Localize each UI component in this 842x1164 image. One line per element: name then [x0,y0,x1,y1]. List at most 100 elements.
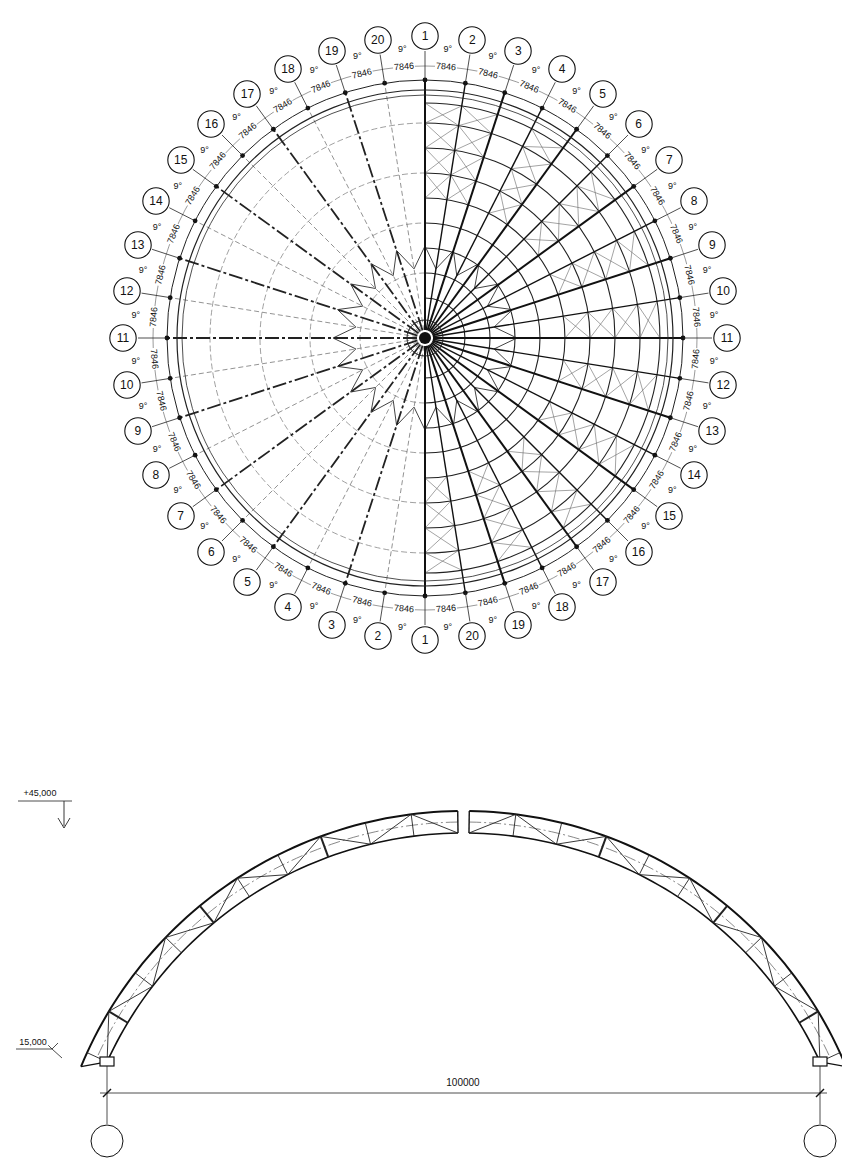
angle-label: 9° [309,66,320,75]
column-dot [502,90,507,95]
truss-diagonal [107,1011,109,1061]
bracing [551,504,591,512]
radial-rib [385,83,424,330]
radial-rib [180,340,418,417]
bracing [538,221,541,255]
truss-diagonal [516,814,557,844]
truss-diagonal [606,836,639,874]
angle-label: 9° [309,601,320,610]
dimension-label: 7846 [165,222,182,246]
axis-number: 8 [153,469,160,481]
bracing [500,184,537,191]
axis-number: 20 [371,34,384,46]
radial-rib [433,339,680,378]
axis-number: 6 [208,546,215,558]
dimension-label: 7846 [165,430,182,454]
angle-label: 9° [268,581,279,590]
bracing [590,308,613,338]
dimension-label: 7846 [148,305,159,328]
bracing [425,528,459,550]
axis-leader [336,65,345,93]
bracing [459,115,498,126]
support [100,1057,114,1066]
axis-bubble: 5 [233,568,261,596]
axis-number: 15 [174,154,187,166]
bracing [484,519,523,530]
dimension-label: 7846 [237,534,260,555]
bracing [459,126,484,158]
bracing [559,204,599,212]
angle-label: 9° [199,145,210,154]
radial-rib [273,344,420,546]
bracing [591,172,599,212]
radial-rib [433,337,683,339]
bracing [476,463,489,495]
axis-bubble: 17 [589,568,617,596]
axis-bubble: 2 [458,26,486,54]
axis-number: 18 [555,601,568,613]
truss-post [774,973,791,986]
level-arrow [58,818,70,828]
ring-beam [167,80,683,596]
radial-rib [431,344,608,521]
axis-number: 14 [149,195,162,207]
axis-leader [542,82,555,108]
axis-number: 16 [205,118,218,130]
bracing [491,507,511,542]
axis-bubble: 4 [548,55,576,83]
axis-leader [670,249,698,258]
dome-section [16,801,842,1157]
dimension-label: 7846 [208,150,229,173]
support [813,1057,827,1066]
bracing [522,437,524,471]
angle-label: 9° [199,522,210,531]
bracing [629,231,634,271]
dimension-line [100,1093,827,1094]
dimension-label: 7846 [183,184,202,207]
axis-bubble-empty [91,1125,123,1157]
bottom-chord [469,833,820,1062]
axis-leader [655,455,681,468]
radial-rib [430,344,577,546]
angle-label: 9° [571,86,582,95]
axis-number: 10 [717,285,730,297]
dimension-label: 7846 [154,390,168,414]
axis-number: 10 [120,379,133,391]
axis-bubble: 15 [655,502,683,530]
column-dot [305,565,310,570]
angle-label: 9° [487,615,498,624]
angle-label: 9° [640,145,651,154]
dimension-label: 7846 [435,604,458,615]
angle-label: 9° [442,44,453,53]
bracing [637,372,648,411]
angle-label: 9° [172,485,183,494]
bracing [606,240,617,279]
column-dot [193,218,198,223]
bracing [599,445,634,465]
axis-leader [655,208,681,221]
bracing [425,148,451,175]
axis-bubble: 8 [680,187,708,215]
bracing [425,103,459,126]
axis-bubble: 10 [113,371,141,399]
bracing [594,424,599,464]
bracing [451,175,468,205]
bracing [511,164,551,169]
angle-label: 9° [667,182,678,191]
radial-rib [432,342,655,455]
truss-diagonal [690,878,714,923]
axis-number: 16 [632,546,645,558]
axis-bubble: 8 [142,461,170,489]
bracing [425,175,451,198]
axis-bubble: 4 [274,593,302,621]
truss-diagonal [639,875,689,879]
truss-diagonal [761,938,774,987]
truss-diagonal [818,1011,820,1061]
bracing [532,129,552,164]
bracing [640,301,657,338]
bracing [425,553,462,570]
angle-label: 9° [172,182,183,191]
axis-leader [295,82,308,108]
level-mark: +45,000 [23,789,58,798]
dimension-label: 7846 [271,560,294,579]
